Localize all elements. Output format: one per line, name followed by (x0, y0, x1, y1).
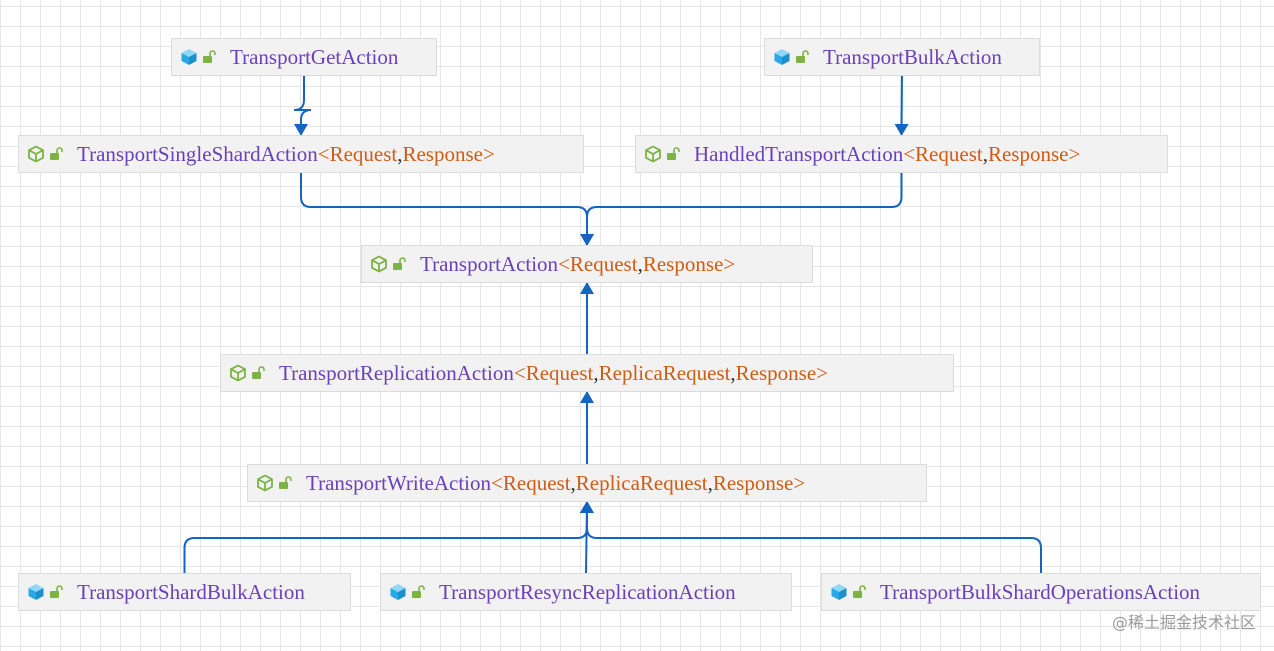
abstract-class-cube-icon (644, 145, 662, 163)
class-name: TransportAction (420, 251, 559, 276)
type-parameter: Response (987, 141, 1069, 166)
param-separator: , (982, 141, 988, 166)
class-node-transport-replication-action[interactable]: TransportReplicationAction<Request, Repl… (220, 354, 954, 392)
generic-open-bracket: < (558, 251, 570, 276)
class-name: TransportResyncReplicationAction (439, 579, 736, 604)
type-parameter: Request (329, 141, 398, 166)
abstract-class-cube-icon (27, 145, 45, 163)
inheritance-edge (580, 501, 1042, 573)
param-separator: , (397, 141, 403, 166)
type-parameter: Request (569, 251, 638, 276)
public-unlock-icon (666, 147, 680, 161)
class-node-transport-bulk-shard-operations-action[interactable]: TransportBulkShardOperationsAction (821, 573, 1261, 611)
class-node-transport-bulk-action[interactable]: TransportBulkAction (764, 38, 1040, 76)
public-unlock-icon (411, 585, 425, 599)
generic-close-bracket: > (816, 360, 829, 385)
class-name: TransportBulkAction (823, 44, 1002, 69)
param-separator: , (637, 251, 643, 276)
class-name: TransportWriteAction (306, 470, 492, 495)
watermark: @稀土掘金技术社区 (1111, 613, 1256, 632)
abstract-class-cube-icon (229, 364, 247, 382)
class-node-handled-transport-action[interactable]: HandledTransportAction<Request, Response… (635, 135, 1168, 173)
generic-open-bracket: < (903, 141, 916, 166)
generic-close-bracket: > (1068, 141, 1081, 166)
class-name: TransportReplicationAction (279, 360, 514, 385)
type-parameter: Request (525, 360, 594, 385)
generic-open-bracket: < (317, 141, 330, 166)
class-cube-icon (773, 48, 791, 66)
type-parameter: Response (735, 360, 817, 385)
class-node-transport-resync-replication-action[interactable]: TransportResyncReplicationAction (380, 573, 792, 611)
class-cube-icon (27, 583, 45, 601)
generic-close-bracket: > (793, 470, 806, 495)
class-cube-icon (180, 48, 198, 66)
class-name: TransportGetAction (230, 44, 399, 69)
type-parameter: ReplicaRequest (598, 360, 731, 385)
class-name: TransportBulkShardOperationsAction (880, 579, 1201, 604)
param-separator: , (730, 360, 736, 385)
inheritance-edge (300, 173, 594, 246)
class-node-transport-single-shard-action[interactable]: TransportSingleShardAction <Request, Res… (18, 135, 584, 173)
param-separator: , (570, 470, 576, 495)
type-parameter: Request (915, 141, 983, 166)
class-name: TransportSingleShardAction (77, 141, 318, 166)
generic-open-bracket: < (491, 470, 503, 495)
inheritance-edge (580, 173, 903, 246)
abstract-class-cube-icon (370, 255, 388, 273)
generic-open-bracket: < (513, 360, 526, 385)
class-name: TransportShardBulkAction (77, 579, 305, 604)
public-unlock-icon (795, 50, 809, 64)
class-node-transport-action[interactable]: TransportAction<Request, Response> (361, 245, 813, 283)
type-parameter: Response (712, 470, 794, 495)
public-unlock-icon (392, 257, 406, 271)
class-cube-icon (830, 583, 848, 601)
param-separator: , (593, 360, 599, 385)
abstract-class-cube-icon (256, 474, 274, 492)
type-parameter: Request (502, 470, 571, 495)
type-parameter: ReplicaRequest (575, 470, 708, 495)
class-node-transport-shard-bulk-action[interactable]: TransportShardBulkAction (18, 573, 351, 611)
param-separator: , (707, 470, 713, 495)
public-unlock-icon (251, 366, 265, 380)
inheritance-edge (183, 501, 594, 573)
public-unlock-icon (278, 476, 292, 490)
type-parameter: Response (642, 251, 724, 276)
generic-close-bracket: > (482, 141, 495, 166)
class-node-transport-get-action[interactable]: TransportGetAction (171, 38, 437, 76)
class-node-transport-write-action[interactable]: TransportWriteAction<Request, ReplicaReq… (247, 464, 927, 502)
public-unlock-icon (49, 147, 63, 161)
generic-close-bracket: > (723, 251, 736, 276)
inheritance-edge (894, 75, 909, 136)
public-unlock-icon (49, 585, 63, 599)
public-unlock-icon (202, 50, 216, 64)
class-cube-icon (389, 583, 407, 601)
public-unlock-icon (852, 585, 866, 599)
type-parameter: Response (402, 141, 483, 166)
inheritance-edge (293, 76, 312, 136)
class-name: HandledTransportAction (694, 141, 904, 166)
